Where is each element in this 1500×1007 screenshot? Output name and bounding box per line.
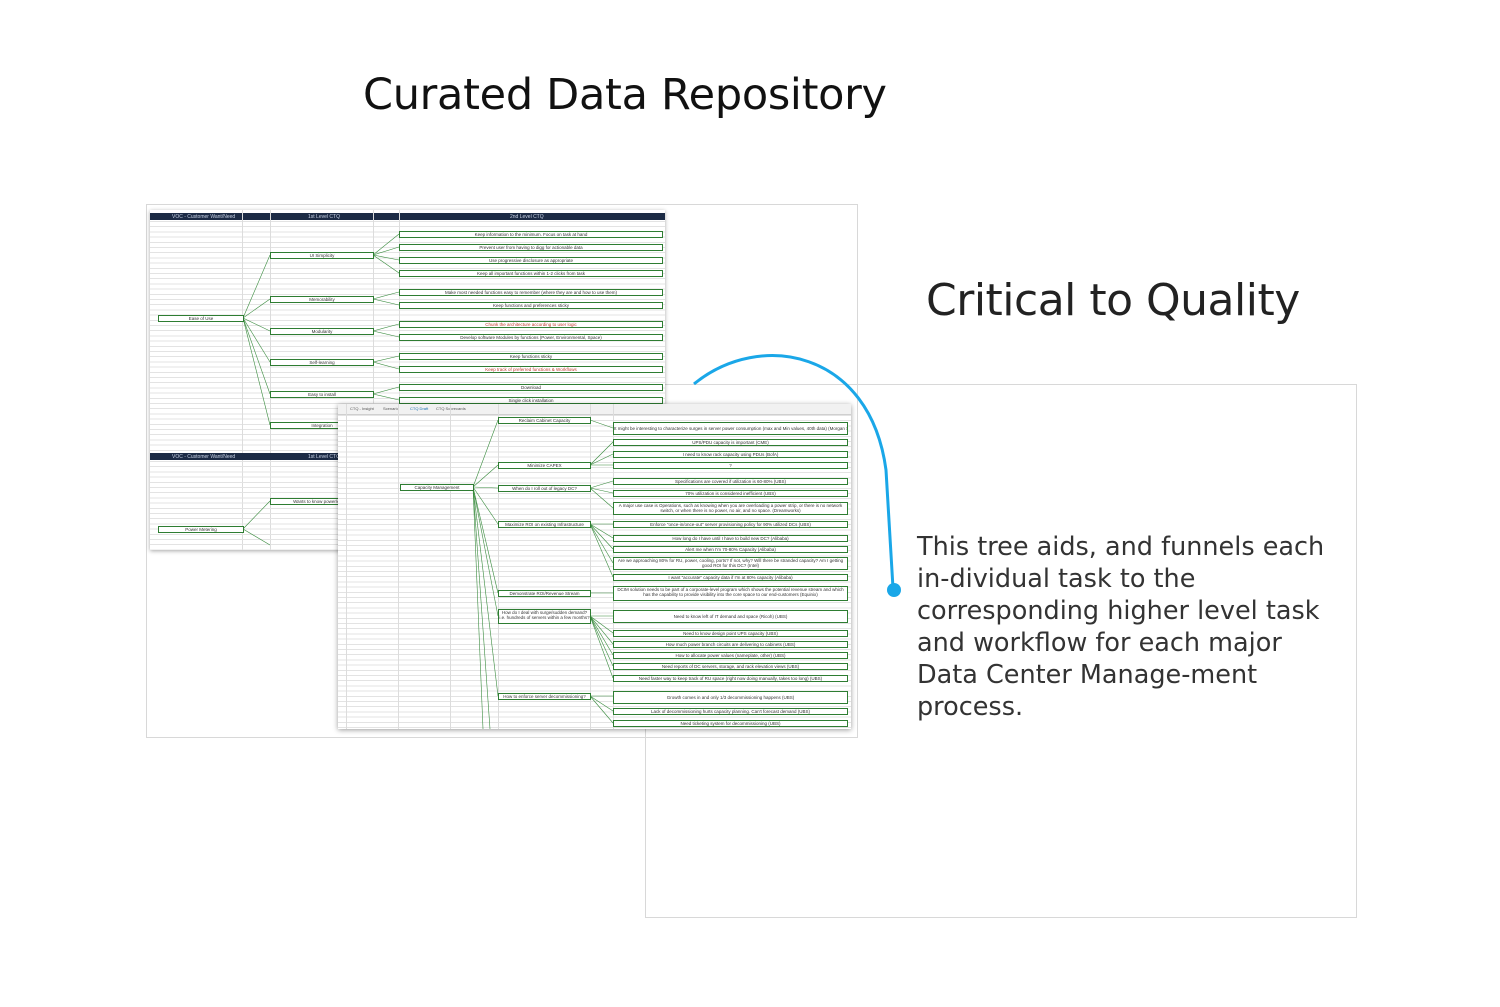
ctq-node-level1: When do I roll out of legacy DC? <box>498 485 591 492</box>
header-col-level1: 1st Level CTQ <box>308 454 340 460</box>
column-divider <box>242 210 243 550</box>
column-divider <box>590 404 591 729</box>
tree-connectors <box>242 233 400 546</box>
ctq-node-level1: Maximize ROI on existing Infrastructure <box>498 521 591 528</box>
row-number-column <box>346 404 347 729</box>
ctq-node-level2: Need faster way to keep track of RU spac… <box>613 675 848 682</box>
ctq-node-level2: Lack of decommissioning hurts capacity p… <box>613 708 848 715</box>
ctq-node-level2: Prevent user from having to digg for act… <box>399 244 663 251</box>
header-col-level1: 1st Level CTQ <box>308 214 340 220</box>
ctq-node-level2: A major use case is Operations, such as … <box>613 502 848 515</box>
column-divider <box>398 404 399 729</box>
ctq-node-level2: Need ticketing system for decommissionin… <box>613 720 848 727</box>
ctq-node-level2: I want "accurate" capacity data if I'm a… <box>613 574 848 581</box>
ctq-node-root: Power Metering <box>158 526 244 533</box>
ctq-node-level1: How do I deal with surge/sudden demand? … <box>498 609 591 624</box>
sheet-tab[interactable]: CTQ - Insight <box>350 406 374 411</box>
ctq-node-root: Ease of Use <box>158 315 244 322</box>
ctq-node-level1: Easy to install <box>270 391 374 398</box>
ctq-node-level2: Need to know design point UPS capacity (… <box>613 630 848 637</box>
ctq-node-level2: Keep functions sticky <box>399 353 663 360</box>
header-col-level2: 2nd Level CTQ <box>510 214 544 220</box>
column-divider <box>450 404 451 729</box>
column-divider <box>399 210 400 550</box>
ctq-node-level1: Self-learning <box>270 359 374 366</box>
ctq-node-level1: How to enforce server decommissioning? <box>498 693 591 700</box>
sheet-tab[interactable]: Scenario <box>383 406 399 411</box>
ctq-node-level1: Demonstrate ROI/Revenue Stream <box>498 590 591 597</box>
ctq-node-level2: Keep all important functions within 1-2 … <box>399 270 663 277</box>
ctq-node-level2: Growth comes in and only 1/3 decommissio… <box>613 691 848 704</box>
ctq-node-level2: Enforce "once-in/once-out" server provis… <box>613 521 848 528</box>
ctq-node-level2: Keep information to the minimum. Focus o… <box>399 231 663 238</box>
sheet-tab-active[interactable]: CTQ Draft <box>410 406 429 411</box>
ctq-node-level2: Make most needed functions easy to remem… <box>399 289 663 296</box>
ctq-node-level2: Need reports of DC servers, storage, and… <box>613 663 848 670</box>
spreadsheet-ctq-tree-2: CTQ - Insight Scenario CTQ Draft CTQ Sco… <box>338 404 851 729</box>
ctq-node-root: Capacity Management <box>400 484 474 491</box>
callout-dot <box>887 583 901 597</box>
ctq-node-level2: Need to know left of IT demand and space… <box>613 610 848 623</box>
ctq-node-level1: Modularity <box>270 328 374 335</box>
ctq-node-level2: Download <box>399 384 663 391</box>
column-divider <box>270 210 271 550</box>
ctq-node-level2: Are we approaching 80% for RU, power, co… <box>613 557 848 570</box>
ctq-node-level2: ? <box>613 462 848 469</box>
column-divider <box>373 210 374 550</box>
header-col-voc: VOC - Customer Want/Need <box>172 454 236 460</box>
ctq-node-level2: Use progressive disclosure as appropriat… <box>399 257 663 264</box>
ctq-node-level2: Single click installation <box>399 397 663 404</box>
screenshot-frame <box>146 204 858 738</box>
ctq-node-level2: How to allocate power values (nameplate,… <box>613 652 848 659</box>
ctq-node-level1: Reclaim Cabinet Capacity <box>498 417 591 424</box>
ctq-node-level2: UPS/PDU capacity is important (CME) <box>613 439 848 446</box>
sheet-header-1: VOC - Customer Want/Need 1st Level CTQ 2… <box>150 213 665 220</box>
description-text: This tree aids, and funnels each in-divi… <box>917 532 1325 722</box>
ctq-node-level2: Chunk the architecture according to user… <box>399 321 663 328</box>
ctq-node-level2: I need to know rack capacity using PDUs … <box>613 451 848 458</box>
ctq-node-level2: DCIM solution needs to be part of a corp… <box>613 586 848 601</box>
ctq-node-level2: It might be interesting to characterize … <box>613 422 848 435</box>
section-heading: Critical to Quality <box>926 275 1300 326</box>
ctq-node-level1: UI Simplicity <box>270 252 374 259</box>
ctq-node-level2: Keep track of preferred functions & Work… <box>399 366 663 373</box>
ctq-node-level2: How much power branch circuits are deliv… <box>613 641 848 648</box>
tree-connectors <box>472 419 614 729</box>
ctq-node-level2: Alert me when I'm 70-80% Capacity (Aliba… <box>613 546 848 553</box>
ctq-node-level1: Minimize CAPEX <box>498 462 591 469</box>
ctq-node-level2: Develop software Modules by functions (P… <box>399 334 663 341</box>
ctq-node-level2: Keep functions and preferences sticky <box>399 302 663 309</box>
column-divider <box>498 404 499 729</box>
header-col-voc: VOC - Customer Want/Need <box>172 214 236 220</box>
ctq-node-level2: Specifications are covered if utilizatio… <box>613 478 848 485</box>
page-title: Curated Data Repository <box>363 70 887 120</box>
callout-line <box>693 354 895 589</box>
ctq-node-level2: How long do I have until I have to build… <box>613 535 848 542</box>
ctq-node-level2: 70% utilization is considered inefficien… <box>613 490 848 497</box>
ctq-node-level1: Memorability <box>270 296 374 303</box>
